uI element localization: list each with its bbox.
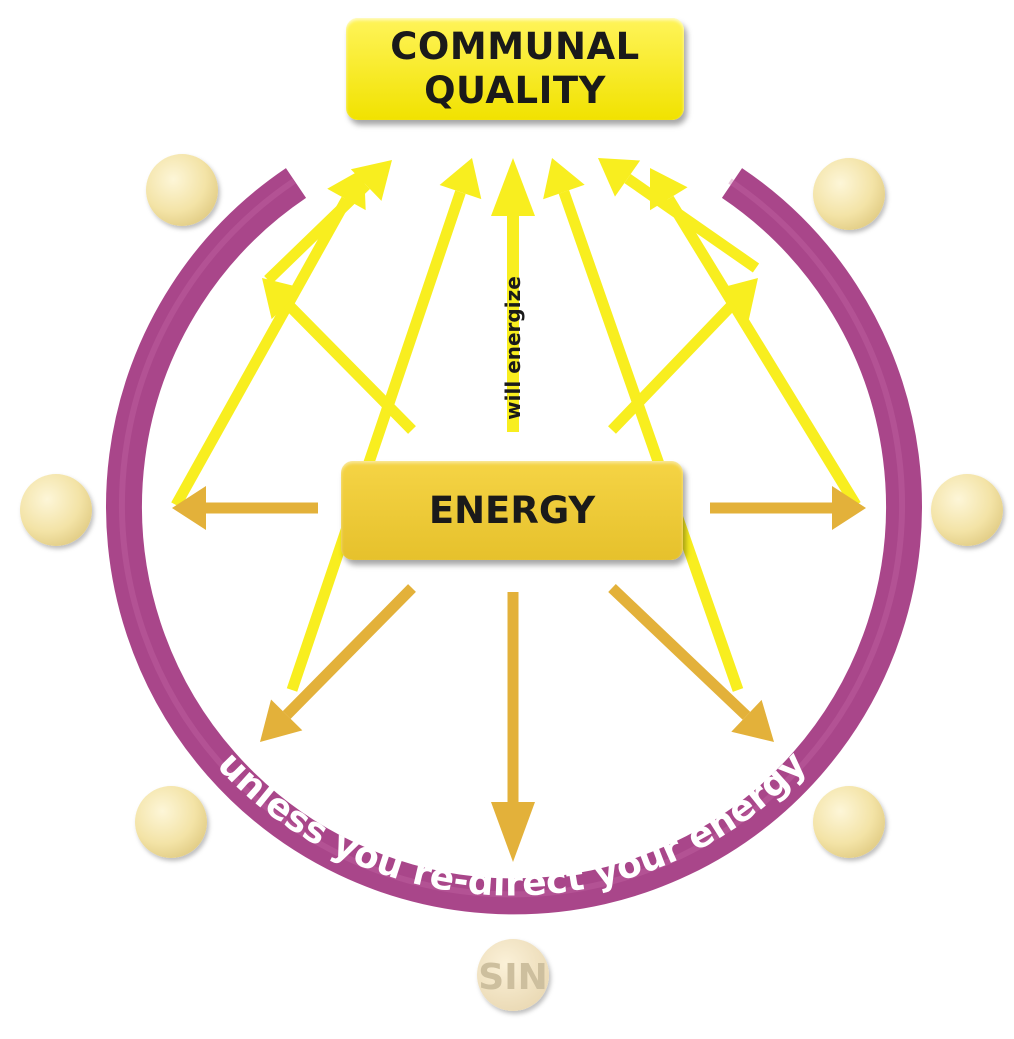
sin-label: SIN <box>478 957 547 998</box>
energy-box: ENERGY <box>341 461 683 560</box>
communal-quality-line2: QUALITY <box>424 69 606 112</box>
circle-bottom-right <box>813 786 885 858</box>
ring-arc-highlight <box>119 178 905 898</box>
circle-bottom-left <box>135 786 207 858</box>
energy-label: ENERGY <box>428 489 596 532</box>
arrow-energy-to-upper-left <box>262 278 416 434</box>
arrows-layer <box>171 158 866 862</box>
circle-sin <box>477 939 549 1011</box>
arrow-energy-lower-left <box>260 584 416 742</box>
ring-arc <box>106 168 922 915</box>
outer-circles <box>20 154 1003 1011</box>
communal-quality-box: COMMUNAL QUALITY <box>346 18 684 120</box>
arrow-left-to-top-2 <box>264 160 392 284</box>
communal-quality-line1: COMMUNAL <box>390 25 640 68</box>
circle-top-left <box>146 154 218 226</box>
arrow-energy-to-upper-right <box>608 278 758 434</box>
arrow-bottom-right-to-top <box>543 158 744 692</box>
arrow-center-to-top <box>491 158 535 432</box>
circle-top-right <box>813 158 885 230</box>
will-energize-label: will energize <box>501 276 525 420</box>
arrow-right-to-top-2 <box>598 158 760 273</box>
circle-mid-right <box>931 474 1003 546</box>
arrow-energy-right <box>710 486 866 530</box>
arrow-energy-lower-right <box>608 584 774 742</box>
arrow-bottom-left-to-top <box>286 158 482 692</box>
arrow-energy-down <box>491 592 535 862</box>
circle-mid-left <box>20 474 92 546</box>
arrow-energy-left <box>172 486 318 530</box>
